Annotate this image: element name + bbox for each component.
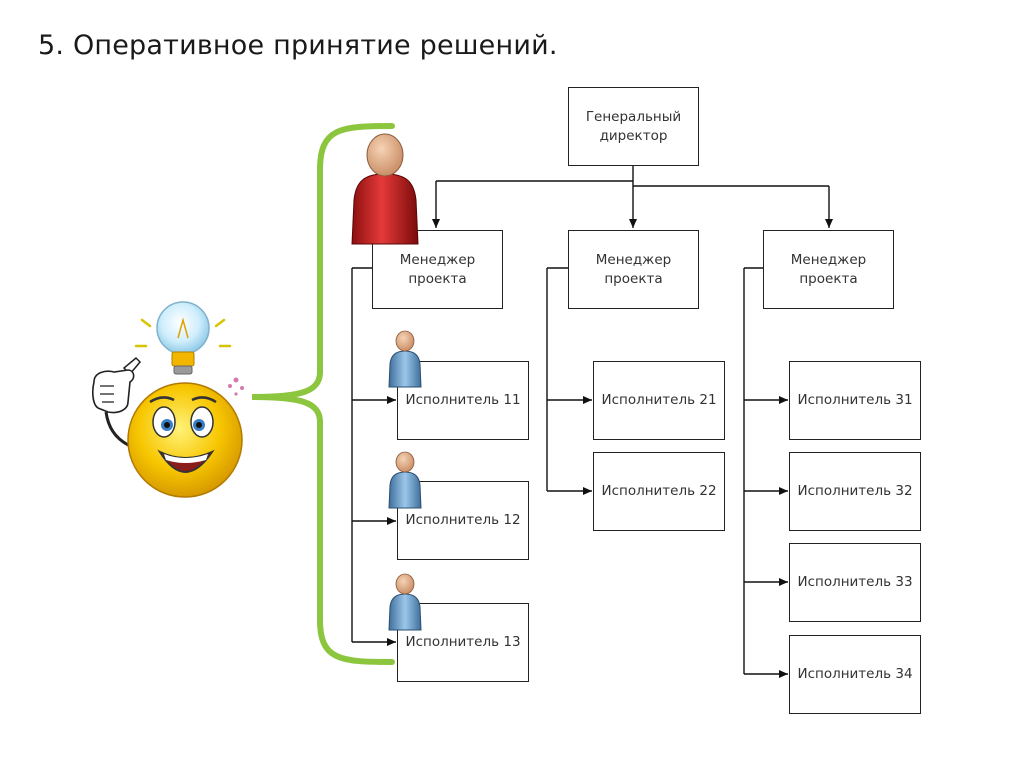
executor-box-33: Исполнитель 33 bbox=[789, 543, 921, 622]
executor-label-33: Исполнитель 33 bbox=[797, 574, 913, 591]
manager-label-1: Менеджер проекта bbox=[399, 252, 476, 287]
manager-box-2: Менеджер проекта bbox=[568, 230, 699, 309]
manager-label-3: Менеджер проекта bbox=[790, 252, 867, 287]
executor-person-icon-11 bbox=[388, 330, 422, 388]
executor-box-31: Исполнитель 31 bbox=[789, 361, 921, 440]
executor-label-31: Исполнитель 31 bbox=[797, 392, 913, 409]
executor-box-22: Исполнитель 22 bbox=[593, 452, 725, 531]
executor-label-34: Исполнитель 34 bbox=[797, 666, 913, 683]
smiley-face-icon bbox=[127, 382, 243, 498]
pointing-hand-icon bbox=[92, 356, 142, 448]
executor-label-32: Исполнитель 32 bbox=[797, 483, 913, 500]
ceo-box: Генеральный директор bbox=[568, 87, 699, 166]
executor-box-34: Исполнитель 34 bbox=[789, 635, 921, 714]
manager-box-3: Менеджер проекта bbox=[763, 230, 894, 309]
slide-title: 5. Оперативное принятие решений. bbox=[38, 30, 558, 61]
green-brace bbox=[251, 123, 395, 665]
executor-label-21: Исполнитель 21 bbox=[601, 392, 717, 409]
executor-label-12: Исполнитель 12 bbox=[405, 512, 521, 529]
executor-box-21: Исполнитель 21 bbox=[593, 361, 725, 440]
ceo-label: Генеральный директор bbox=[585, 109, 682, 144]
executor-box-32: Исполнитель 32 bbox=[789, 452, 921, 531]
idea-smiley-icon bbox=[92, 301, 244, 498]
manager-person-icon bbox=[351, 133, 419, 245]
executor-label-11: Исполнитель 11 bbox=[405, 392, 521, 409]
executor-box-11: Исполнитель 11 bbox=[397, 361, 529, 440]
lightbulb-icon bbox=[156, 301, 210, 375]
manager-label-2: Менеджер проекта bbox=[595, 252, 672, 287]
executor-person-icon-13 bbox=[388, 573, 422, 631]
executor-person-icon-12 bbox=[388, 451, 422, 509]
executor-label-13: Исполнитель 13 bbox=[405, 634, 521, 651]
executor-label-22: Исполнитель 22 bbox=[601, 483, 717, 500]
